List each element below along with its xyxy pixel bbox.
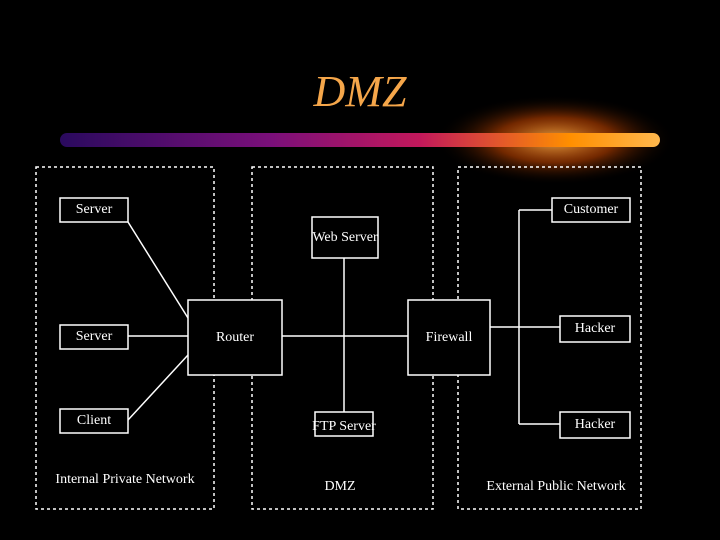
ftp-server-box: [314, 411, 374, 437]
router-box: [187, 299, 283, 376]
zone-dmz-boundary: [251, 166, 434, 510]
zone-label-internal: Internal Private Network: [55, 472, 195, 487]
connection-lines: [127, 209, 560, 425]
node-firewall: Firewall: [425, 329, 473, 345]
server-top-box: [59, 197, 129, 223]
client-box: [59, 408, 129, 434]
title-bar: [60, 133, 660, 147]
node-web-server: Web Server: [312, 229, 378, 245]
node-client: Client: [76, 413, 112, 428]
page-title: DMZ: [313, 67, 407, 116]
server-mid-box: [59, 324, 129, 350]
node-server-top: Server: [75, 202, 113, 217]
node-hacker-top: Hacker: [574, 321, 616, 336]
link-client-router: [127, 354, 189, 421]
node-ftp-server: FTP Server: [312, 419, 376, 434]
node-server-mid: Server: [75, 329, 113, 344]
zone-label-dmz: DMZ: [324, 479, 356, 494]
web-server-box: [311, 216, 379, 259]
hacker-bottom-box: [559, 411, 631, 439]
node-router: Router: [215, 329, 255, 345]
zone-label-external: External Public Network: [486, 479, 626, 494]
node-customer: Customer: [563, 202, 619, 217]
node-hacker-bottom: Hacker: [574, 417, 616, 432]
link-server-top-router: [127, 221, 189, 319]
hacker-top-box: [559, 315, 631, 343]
customer-box: [551, 197, 631, 223]
firewall-box: [407, 299, 491, 376]
